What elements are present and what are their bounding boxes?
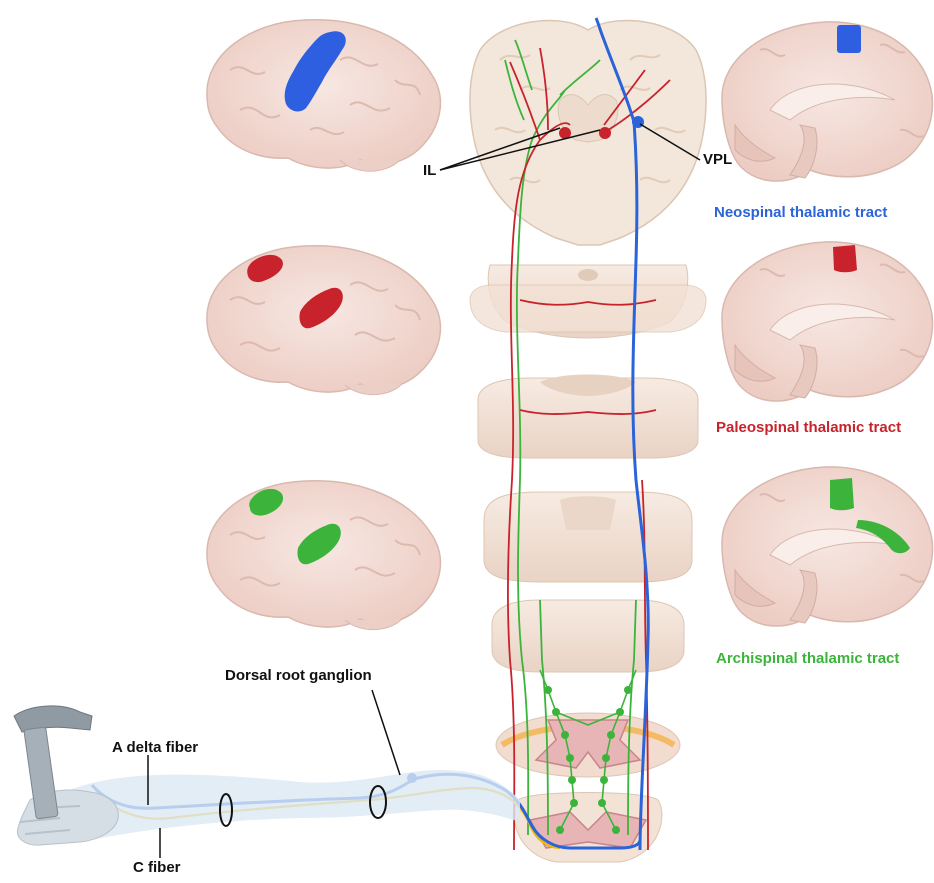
vpl-label: VPL [703, 152, 732, 167]
arm-and-nerve [70, 770, 520, 840]
lateral-brain-paleospinal [207, 246, 440, 395]
paleospinal-tract-label: Paleospinal thalamic tract [716, 420, 901, 435]
il-label: IL [423, 163, 436, 178]
medulla-section [484, 492, 692, 582]
medial-brain-paleospinal [722, 242, 933, 401]
medial-brain-archispinal [722, 467, 933, 626]
c-fiber-label: C fiber [133, 860, 181, 875]
pons-section [478, 375, 698, 459]
lateral-brain-archispinal [207, 481, 440, 630]
a-delta-fiber-label: A delta fiber [112, 740, 198, 755]
archispinal-tract-label: Archispinal thalamic tract [716, 651, 899, 666]
neospinal-tract-label: Neospinal thalamic tract [714, 205, 887, 220]
medial-brain-neospinal [722, 22, 933, 181]
cervical-spinal-section [496, 713, 680, 777]
dorsal-root-ganglion-label: Dorsal root ganglion [225, 668, 372, 683]
lateral-brain-neospinal [207, 20, 440, 172]
